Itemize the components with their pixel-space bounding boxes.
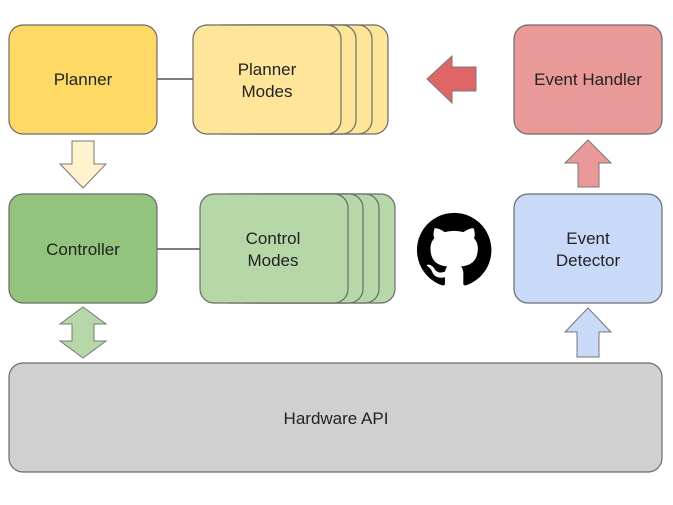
hardware-api-block: Hardware API — [8, 362, 663, 473]
hardware-api-label: Hardware API — [284, 409, 389, 428]
planner-block: Planner — [8, 24, 158, 135]
event-detector-block: Event Detector — [513, 193, 663, 304]
planner-to-controller-arrow — [58, 140, 108, 189]
event-handler-label: Event Handler — [534, 70, 642, 89]
event-detector-label-line2: Detector — [556, 251, 621, 270]
controller-block: Controller — [8, 193, 158, 304]
planner-modes-label-line1: Planner — [238, 60, 297, 79]
detector-to-handler-arrow — [563, 139, 613, 188]
event-handler-block: Event Handler — [513, 24, 663, 135]
control-modes-label-line2: Modes — [247, 251, 298, 270]
controller-label: Controller — [46, 240, 120, 259]
handler-to-planner-arrow — [426, 54, 477, 105]
event-detector-label-line1: Event — [566, 229, 610, 248]
github-icon — [417, 212, 492, 286]
control-modes-label-line1: Control — [246, 229, 301, 248]
hardware-to-detector-arrow — [563, 307, 613, 358]
planner-modes-label-line2: Modes — [241, 82, 292, 101]
controller-hardware-double-arrow — [58, 306, 108, 359]
control-modes-stack: Control Modes — [199, 193, 396, 304]
planner-label: Planner — [54, 70, 113, 89]
planner-modes-stack: Planner Modes — [192, 24, 389, 135]
